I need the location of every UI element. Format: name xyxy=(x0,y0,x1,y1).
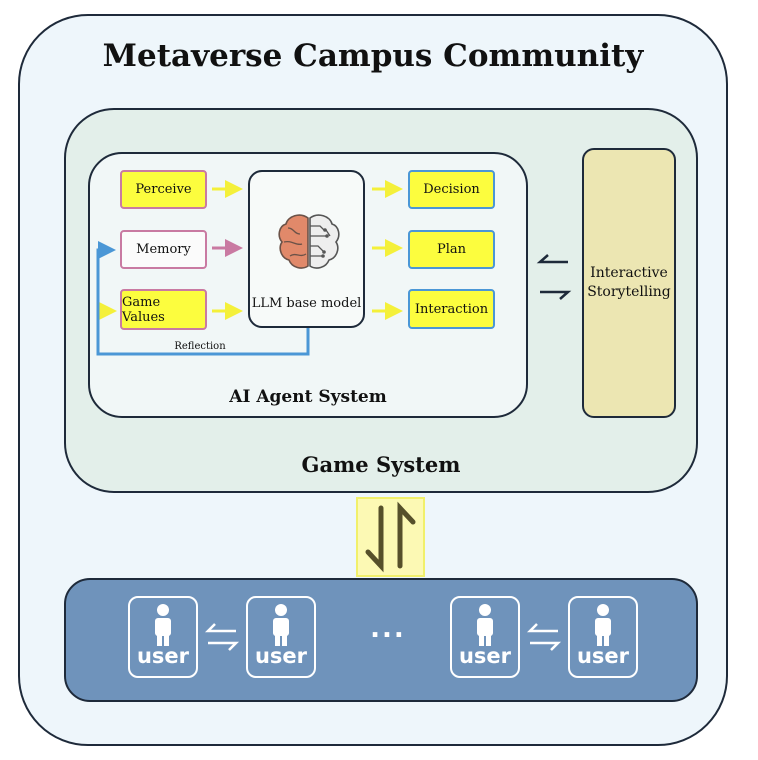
user-label: user xyxy=(576,644,630,668)
user-card: user xyxy=(450,596,520,678)
person-icon xyxy=(477,604,493,646)
person-icon xyxy=(595,604,611,646)
llm-base-model-box xyxy=(248,170,365,328)
plan-label: Plan xyxy=(436,242,467,257)
game-user-exchange-box xyxy=(356,497,425,577)
perceive-label: Perceive xyxy=(135,182,192,197)
memory-label: Memory xyxy=(136,242,191,257)
llm-base-model-label: LLM base model xyxy=(251,296,362,311)
up-down-exchange-icon xyxy=(365,501,416,573)
user-label: user xyxy=(458,644,512,668)
user-card: user xyxy=(246,596,316,678)
brain-icon xyxy=(278,214,340,269)
interaction-box: Interaction xyxy=(408,289,495,329)
memory-box: Memory xyxy=(120,230,207,269)
diagram-title: Metaverse Campus Community xyxy=(102,38,644,74)
interaction-label: Interaction xyxy=(414,301,489,317)
game-values-box: Game Values xyxy=(120,289,207,330)
user-exchange-icon xyxy=(526,623,562,651)
reflection-label: Reflection xyxy=(174,341,226,352)
users-panel xyxy=(64,578,698,702)
decision-label: Decision xyxy=(423,182,480,197)
person-icon xyxy=(273,604,289,646)
user-label: user xyxy=(136,644,190,668)
plan-box: Plan xyxy=(408,230,495,269)
user-exchange-icon xyxy=(204,623,240,651)
user-card: user xyxy=(128,596,198,678)
more-users-ellipsis: ... xyxy=(370,614,406,644)
interactive-storytelling-label: Interactive Storytelling xyxy=(587,265,671,300)
game-system-label: Game System xyxy=(301,452,461,477)
user-card: user xyxy=(568,596,638,678)
game-values-label: Game Values xyxy=(122,294,165,325)
decision-box: Decision xyxy=(408,170,495,209)
reflection-loop-arrow xyxy=(96,241,310,356)
person-icon xyxy=(155,604,171,646)
ai-agent-system-label: AI Agent System xyxy=(229,387,387,407)
agent-storytelling-exchange-icon xyxy=(536,254,572,300)
user-label: user xyxy=(254,644,308,668)
perceive-box: Perceive xyxy=(120,170,207,209)
interactive-storytelling-box: Interactive Storytelling xyxy=(582,148,676,418)
